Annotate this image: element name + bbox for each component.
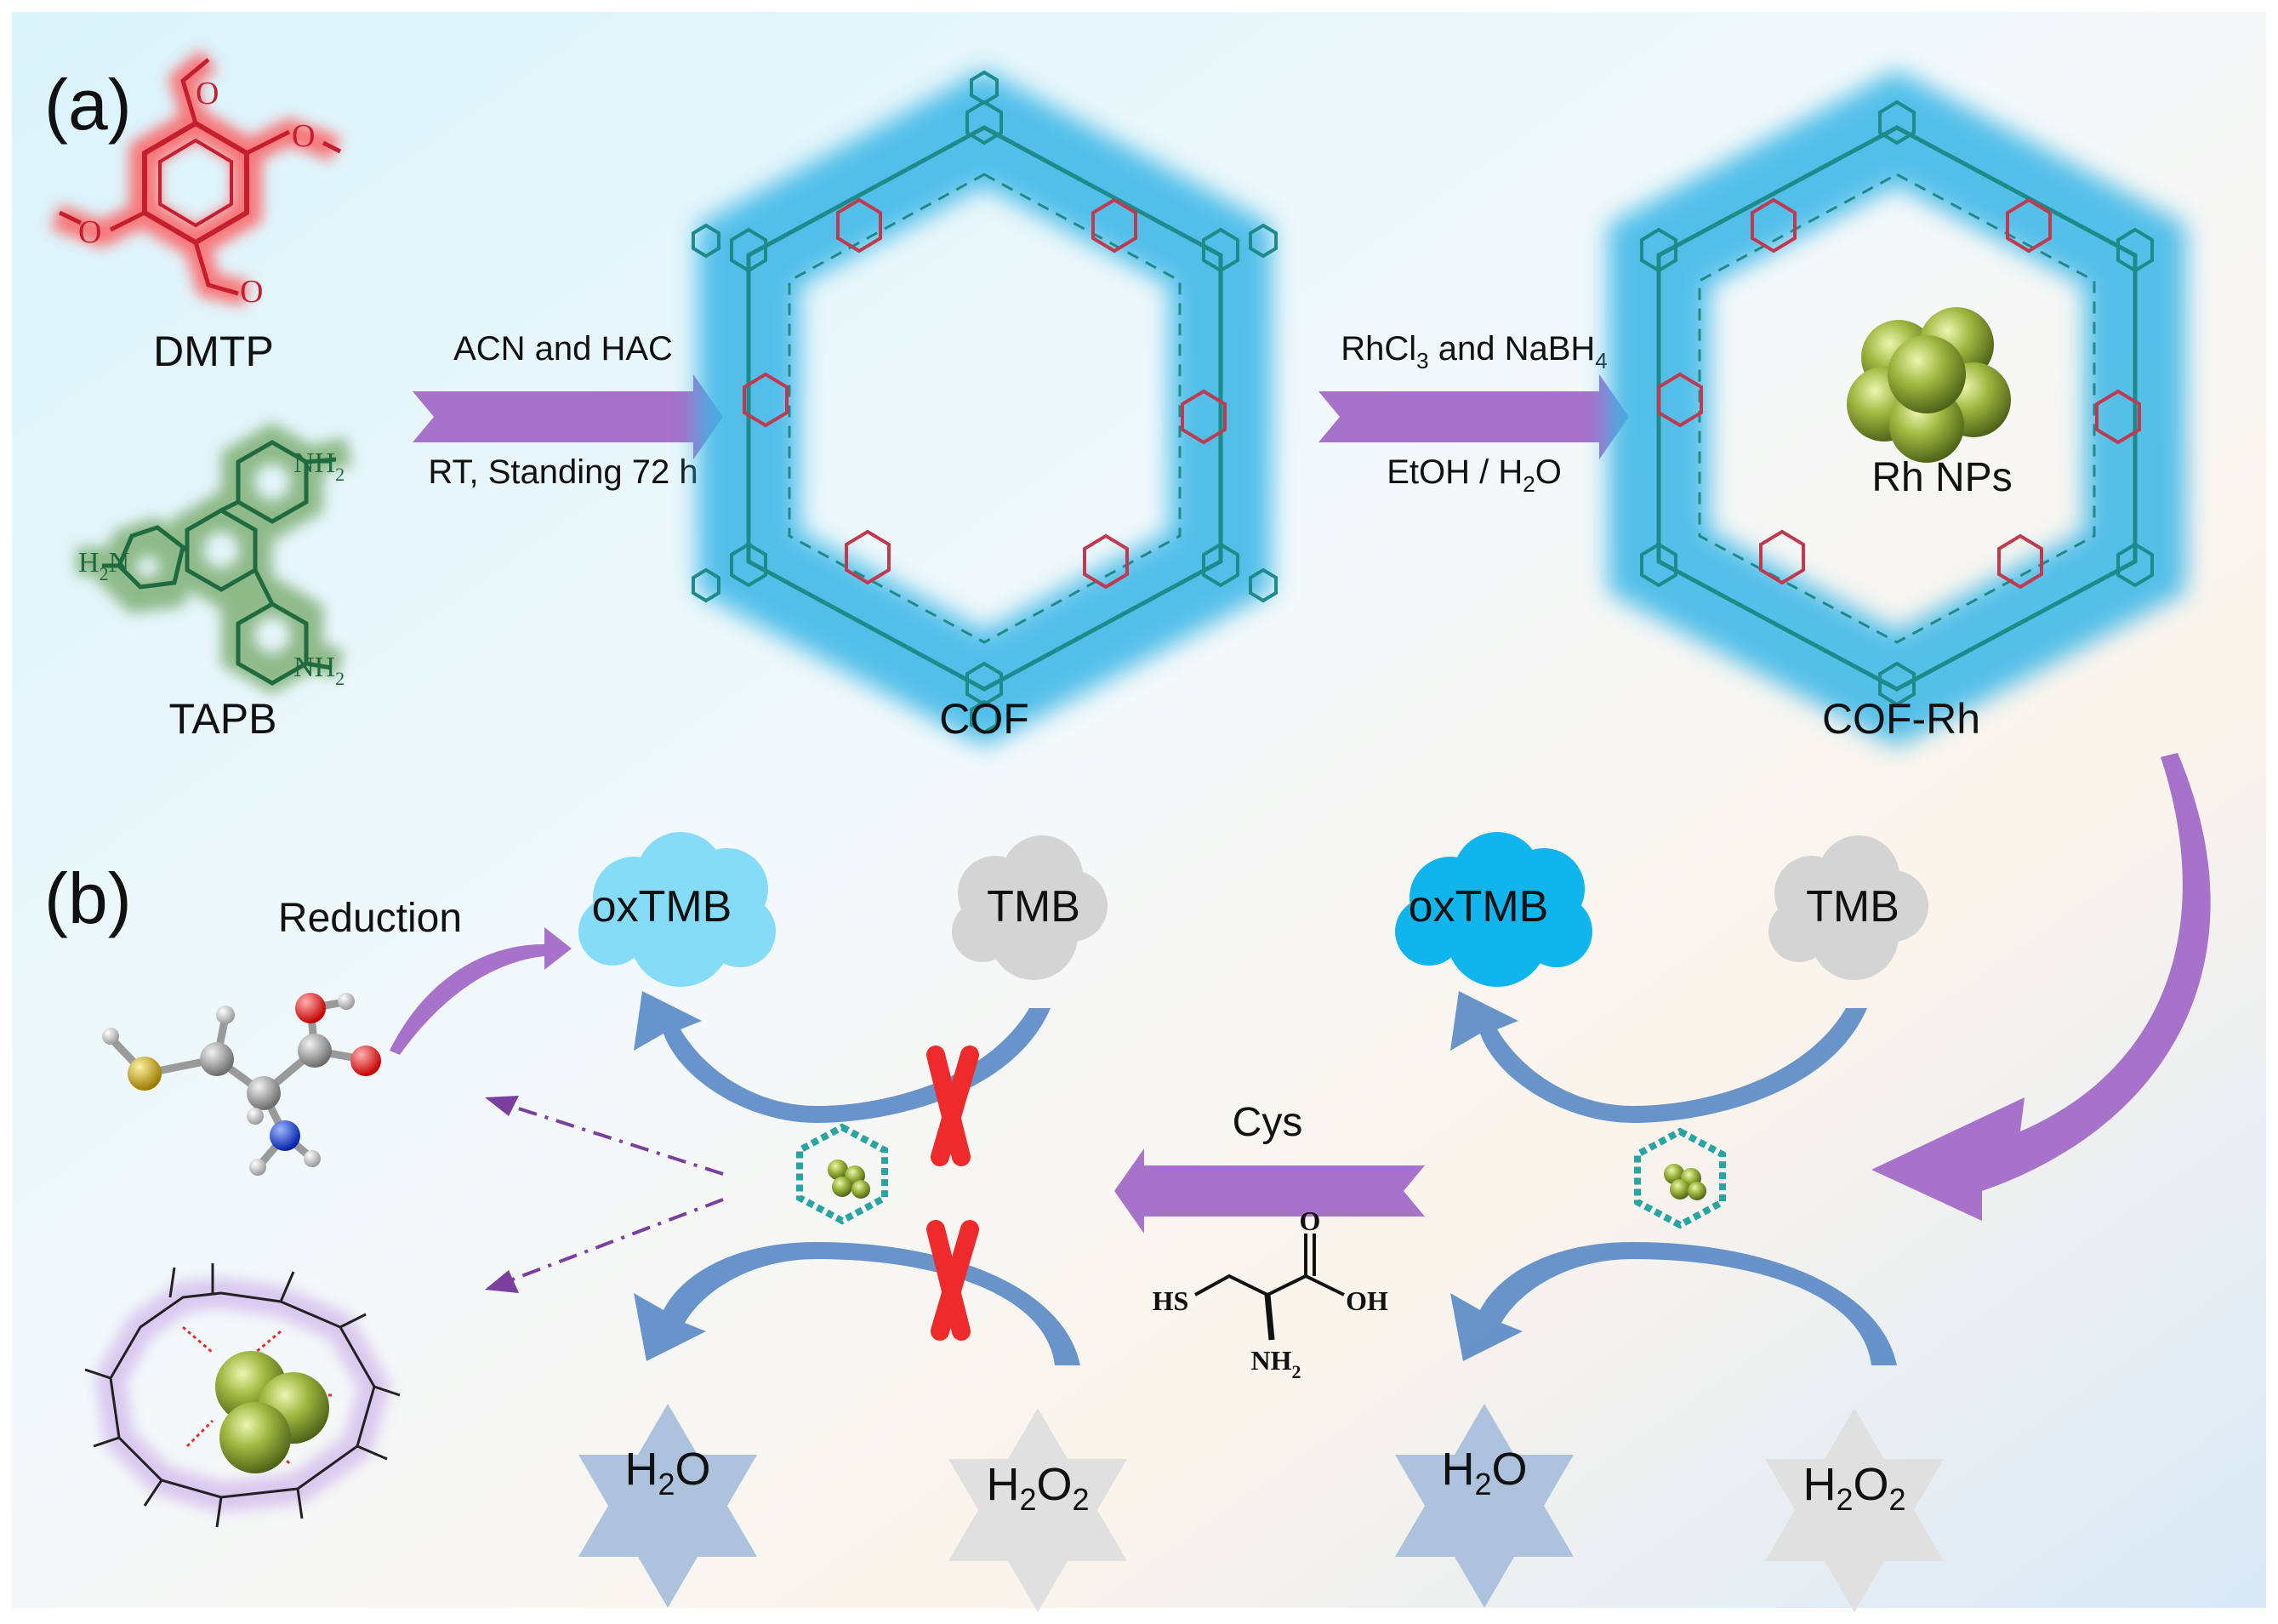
- tapb-nh2-left: H2N: [78, 547, 129, 584]
- right-oxtmb-label: oxTMB: [1409, 882, 1549, 932]
- cysteine-ball-stick-model: [102, 993, 381, 1176]
- right-h2o-star: [1395, 1404, 1574, 1608]
- panel-b-label: (b): [44, 858, 132, 938]
- left-tmb-cloud: [952, 835, 1108, 980]
- left-blocked-cross-bottom: [926, 1220, 979, 1341]
- dashdot-arrows: [510, 1104, 724, 1282]
- right-h2o2-star: [1765, 1408, 1944, 1612]
- transition-curved-arrow: [1871, 753, 2211, 1221]
- left-h2o2-label: H2O2: [986, 1459, 1089, 1517]
- cys-arrow: [1114, 1148, 1425, 1234]
- panel-a-label: (a): [44, 65, 132, 145]
- step2-arrow: [1318, 374, 1629, 459]
- right-h2o-label: H2O: [1441, 1444, 1527, 1501]
- right-tmb-label: TMB: [1806, 882, 1899, 932]
- cof-label: COF: [939, 695, 1029, 743]
- cys-oh-label: OH: [1346, 1285, 1388, 1316]
- left-h2o2-star: [948, 1408, 1127, 1612]
- step2-conditions-top: RhCl3 and NaBH4: [1341, 330, 1608, 373]
- reduction-arrow: [390, 927, 572, 1055]
- tapb-nh2-top: NH2: [293, 447, 345, 485]
- right-cof-rh-icon: [1634, 1127, 1726, 1229]
- cof-rh-framework: [1608, 69, 2186, 748]
- dashdot-arrowhead-top: [485, 1096, 519, 1116]
- cys-nh2-label: NH2: [1251, 1345, 1301, 1382]
- rh-nanoparticle-cluster: [1847, 307, 2011, 463]
- svg-text:O: O: [78, 214, 101, 250]
- step1-arrow: [413, 374, 723, 459]
- cys-hs-label: HS: [1153, 1285, 1189, 1316]
- right-tmb-cloud: [1768, 835, 1928, 980]
- tapb-nh2-bottom: NH2: [293, 652, 345, 689]
- left-cof-rh-icon: [796, 1123, 888, 1225]
- tapb-label: TAPB: [169, 695, 277, 743]
- right-catalytic-curves: [1450, 991, 1897, 1365]
- cof-framework: [692, 69, 1278, 748]
- dmtp-label: DMTP: [153, 328, 274, 375]
- tapb-structure: [77, 422, 353, 695]
- svg-text:O: O: [292, 118, 315, 154]
- cys-coated-rh-nanoparticle: [84, 1263, 401, 1528]
- cys-label: Cys: [1233, 1100, 1303, 1145]
- cof-rh-label: COF-Rh: [1822, 695, 1980, 743]
- svg-text:O: O: [240, 274, 263, 310]
- left-oxtmb-label: oxTMB: [592, 882, 732, 932]
- cys-o-label: O: [1300, 1205, 1321, 1236]
- right-oxtmb-cloud: [1395, 832, 1592, 987]
- background-panel: [12, 12, 2266, 1608]
- left-oxtmb-cloud: [578, 832, 776, 987]
- cys-skeletal-structure: [1194, 1234, 1345, 1341]
- left-tmb-label: TMB: [987, 882, 1080, 932]
- dashdot-arrowhead-bottom: [485, 1270, 519, 1293]
- step2-conditions-bottom: EtOH / H2O: [1387, 453, 1562, 497]
- step1-conditions-bottom: RT, Standing 72 h: [428, 453, 698, 491]
- left-h2o-star: [578, 1404, 757, 1608]
- rh-nps-label: Rh NPs: [1871, 455, 2012, 500]
- right-h2o2-label: H2O2: [1802, 1459, 1905, 1517]
- left-blocked-cross-top: [926, 1046, 979, 1166]
- left-h2o-label: H2O: [624, 1444, 710, 1501]
- dmtp-structure: O O O O: [50, 49, 342, 310]
- step1-conditions-top: ACN and HAC: [453, 330, 673, 368]
- reduction-label: Reduction: [278, 896, 462, 941]
- svg-text:O: O: [196, 76, 219, 111]
